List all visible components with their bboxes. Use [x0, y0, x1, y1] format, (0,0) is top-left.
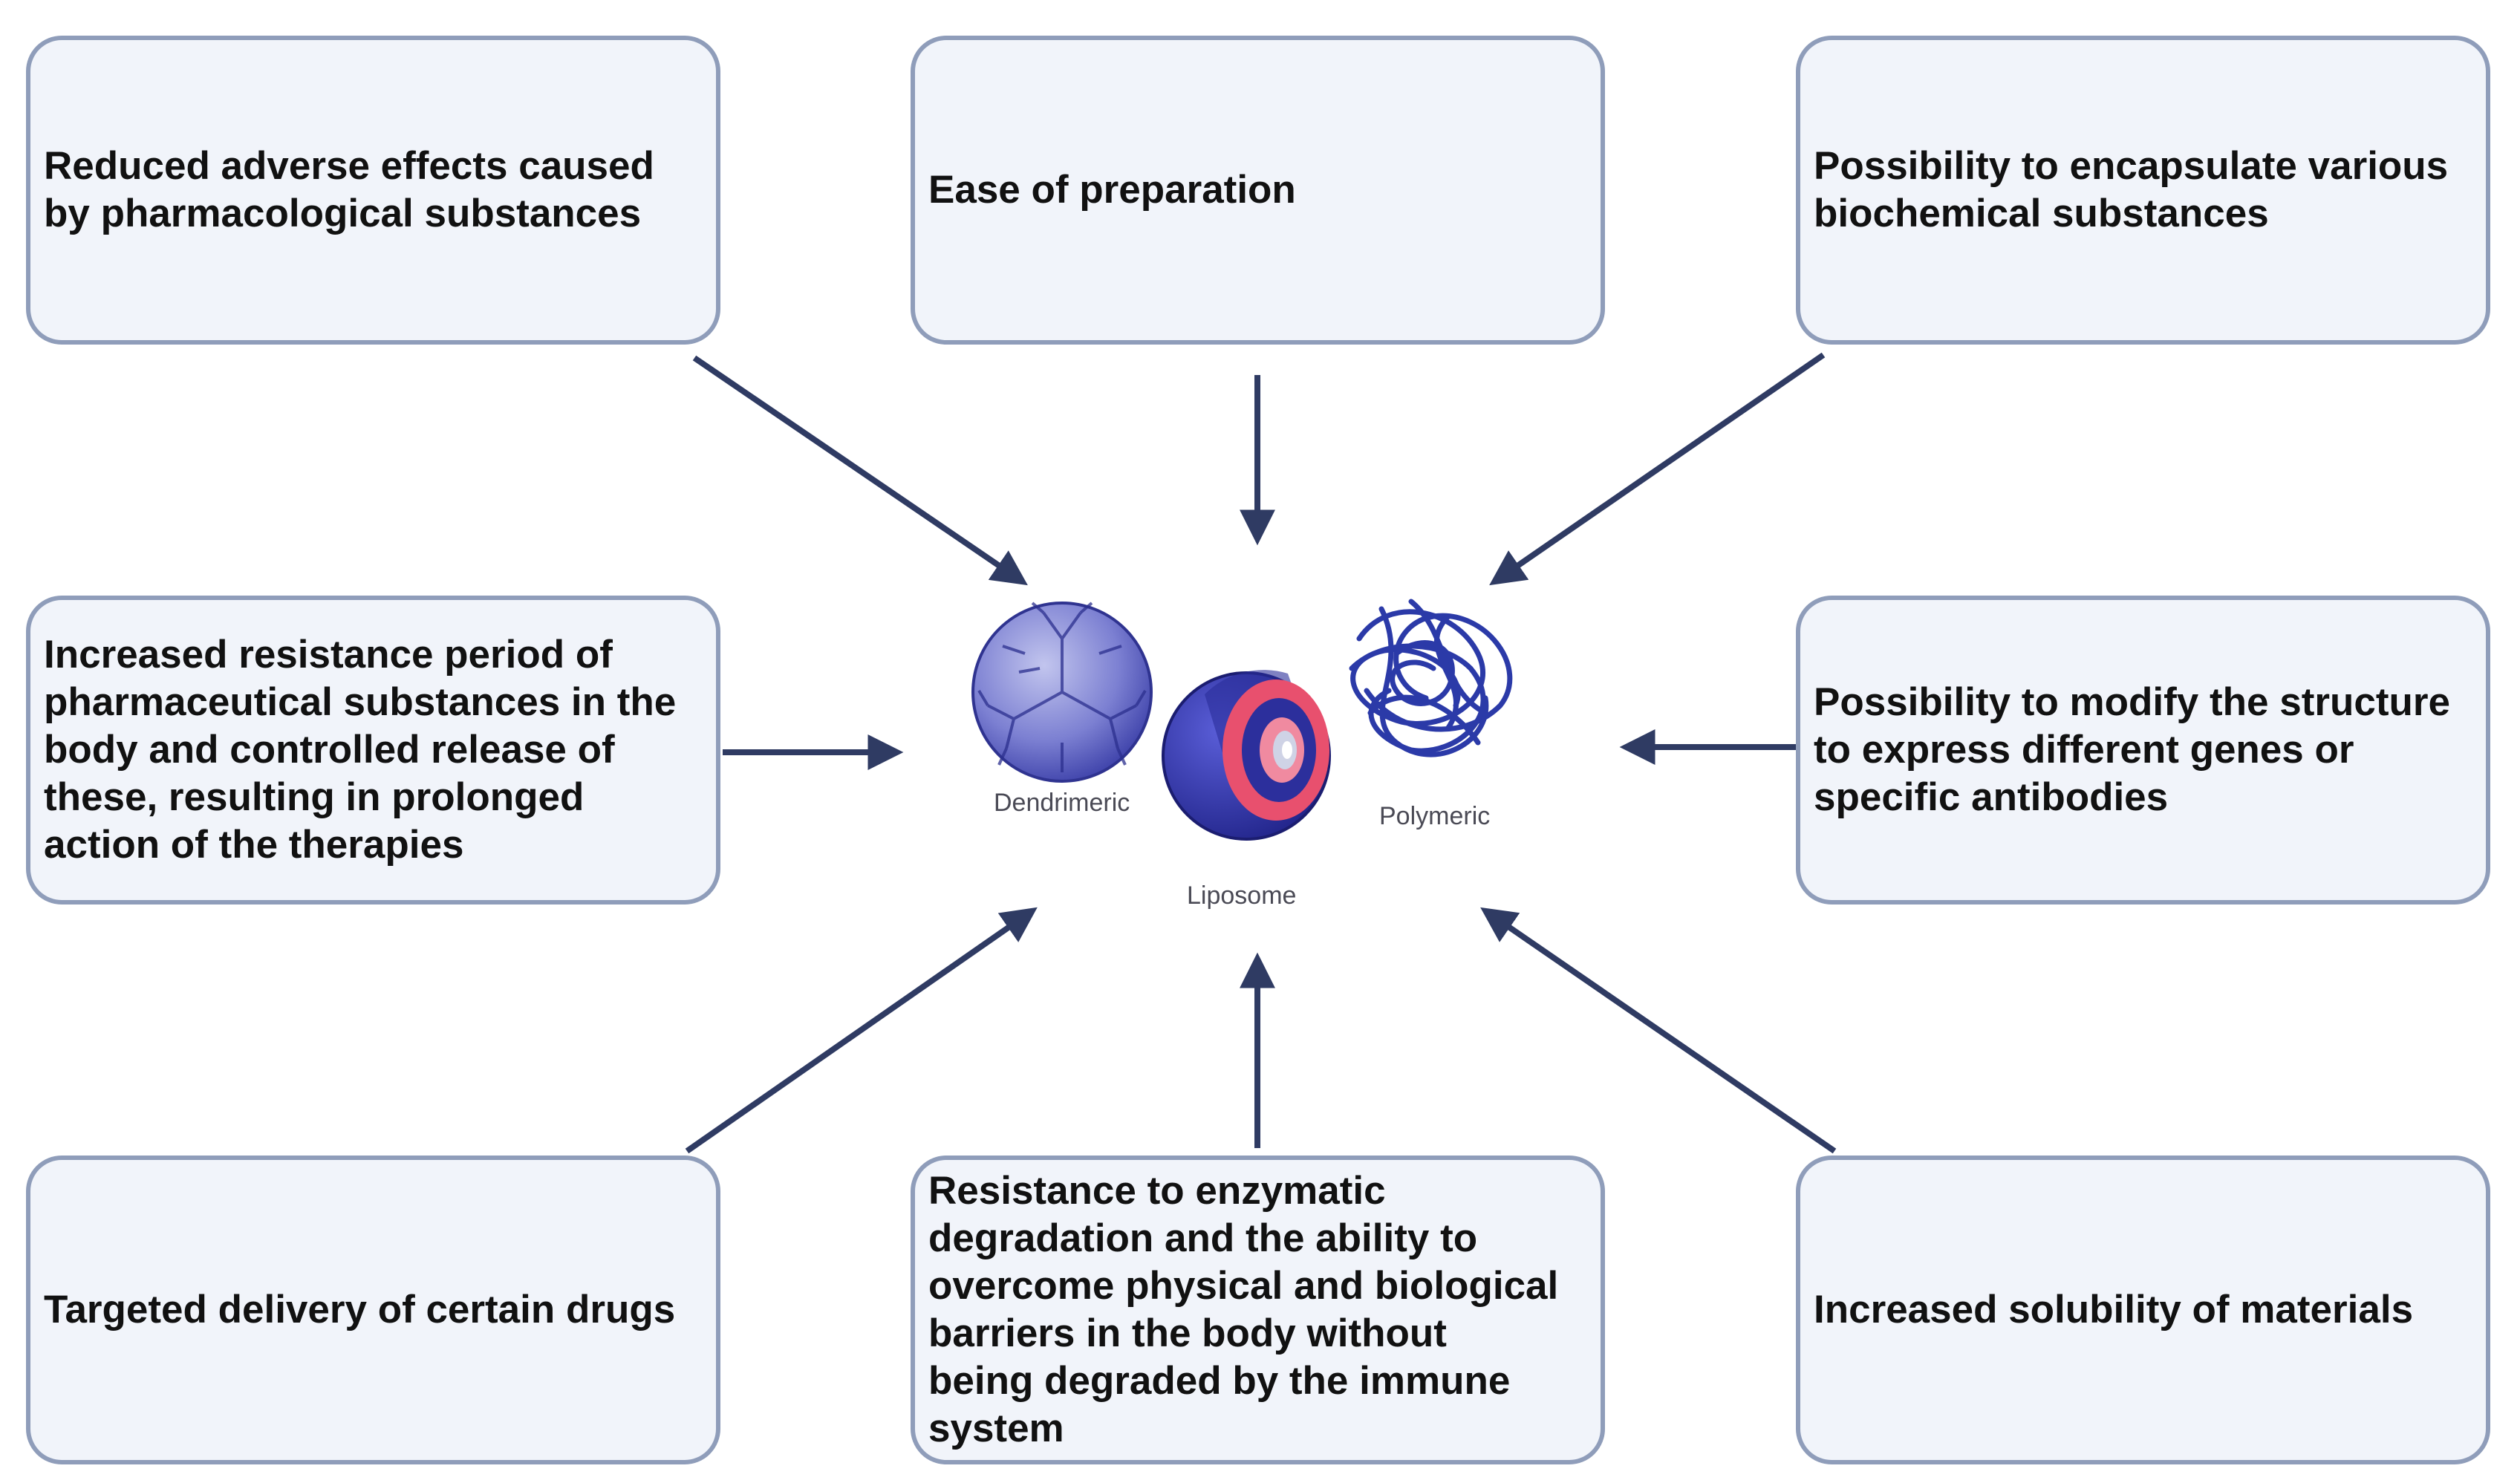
arrow-top-left [692, 355, 1028, 586]
benefit-box-bottom-center: Resistance to enzymatic degradation and … [911, 1156, 1605, 1464]
arrow-top-right [1489, 352, 1826, 586]
benefit-box-middle-left: Increased resistance period of pharmaceu… [26, 596, 720, 905]
benefit-text: Targeted delivery of certain drugs [44, 1288, 676, 1332]
benefit-text: Possibility to encapsulate various bioch… [1814, 144, 2449, 235]
liposome-label: Liposome [1187, 881, 1297, 910]
liposome-particle [1162, 670, 1331, 841]
benefit-text: Possibility to modify the structure to e… [1814, 680, 2450, 819]
benefit-box-top-center: Ease of preparation [911, 36, 1605, 345]
benefit-text: Resistance to enzymatic degradation and … [928, 1169, 1559, 1450]
polymeric-particle [1349, 599, 1513, 757]
benefit-text: Reduced adverse effects caused by pharma… [44, 144, 654, 235]
benefit-text: Increased solubility of materials [1814, 1288, 2414, 1332]
benefit-box-bottom-right: Increased solubility of materials [1796, 1156, 2490, 1464]
benefit-box-top-left: Reduced adverse effects caused by pharma… [26, 36, 720, 345]
dendrimer-particle [971, 602, 1153, 783]
benefit-box-bottom-left: Targeted delivery of certain drugs [26, 1156, 720, 1464]
arrow-bottom-right [1480, 907, 1837, 1154]
benefit-text: Increased resistance period of pharmaceu… [44, 633, 677, 867]
benefit-text: Ease of preparation [928, 168, 1296, 212]
arrow-bottom-left [685, 907, 1038, 1154]
dendrimeric-label: Dendrimeric [994, 789, 1130, 817]
polymeric-label: Polymeric [1379, 802, 1491, 830]
benefit-box-top-right: Possibility to encapsulate various bioch… [1796, 36, 2490, 345]
benefit-box-middle-right: Possibility to modify the structure to e… [1796, 596, 2490, 905]
